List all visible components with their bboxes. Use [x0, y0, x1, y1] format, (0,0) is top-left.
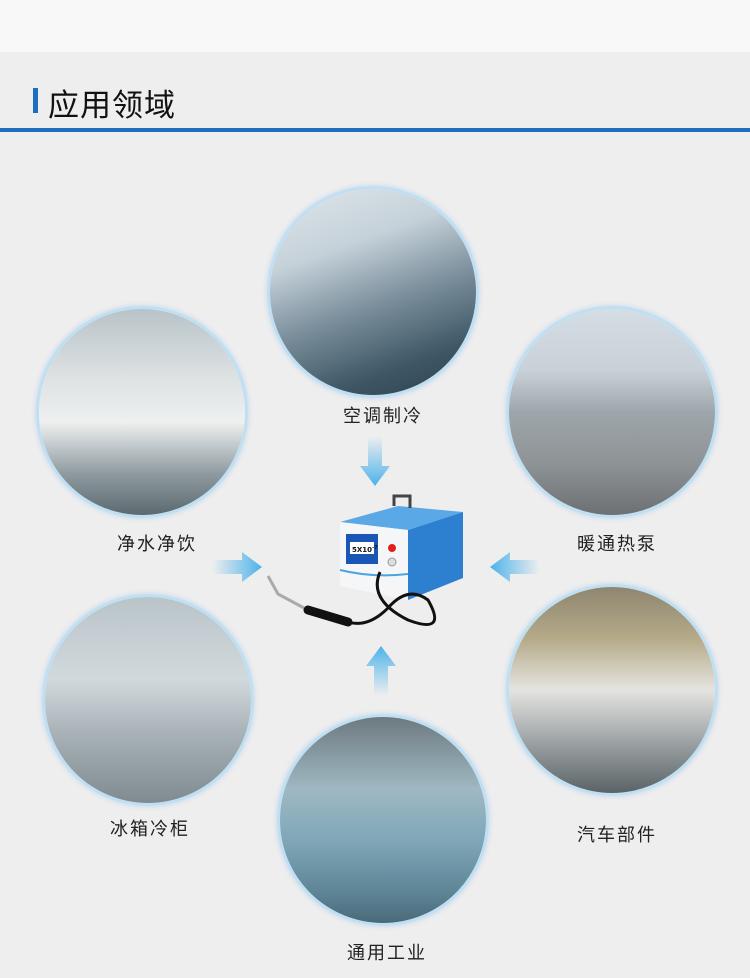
image-general-industry	[277, 714, 489, 926]
arrow-down-icon	[360, 436, 390, 486]
screen-value: 5X10	[352, 546, 372, 554]
image-refrigerator	[42, 594, 254, 806]
label-air-conditioning: 空调制冷	[343, 406, 423, 427]
image-air-conditioning	[267, 186, 479, 398]
image-water-purifier	[36, 306, 248, 518]
svg-text:5X10-7: 5X10-7	[352, 545, 378, 554]
image-auto-parts	[506, 584, 718, 796]
section-title: 应用领域	[48, 88, 176, 124]
label-auto-parts: 汽车部件	[577, 825, 657, 846]
leak-detector-device: 5X10-7	[258, 490, 478, 640]
top-band	[0, 0, 750, 52]
label-heat-pump: 暖通热泵	[577, 534, 657, 555]
title-accent-bar	[33, 88, 38, 113]
image-heat-pump	[506, 306, 718, 518]
title-divider	[0, 128, 750, 132]
arrow-left-icon	[490, 552, 540, 582]
label-general-industry: 通用工业	[347, 943, 427, 964]
arrow-right-icon	[212, 552, 262, 582]
arrow-up-icon	[366, 646, 396, 696]
label-water-purifier: 净水净饮	[117, 534, 197, 555]
screen-exponent: -7	[372, 545, 378, 551]
label-refrigerator: 冰箱冷柜	[110, 819, 190, 840]
